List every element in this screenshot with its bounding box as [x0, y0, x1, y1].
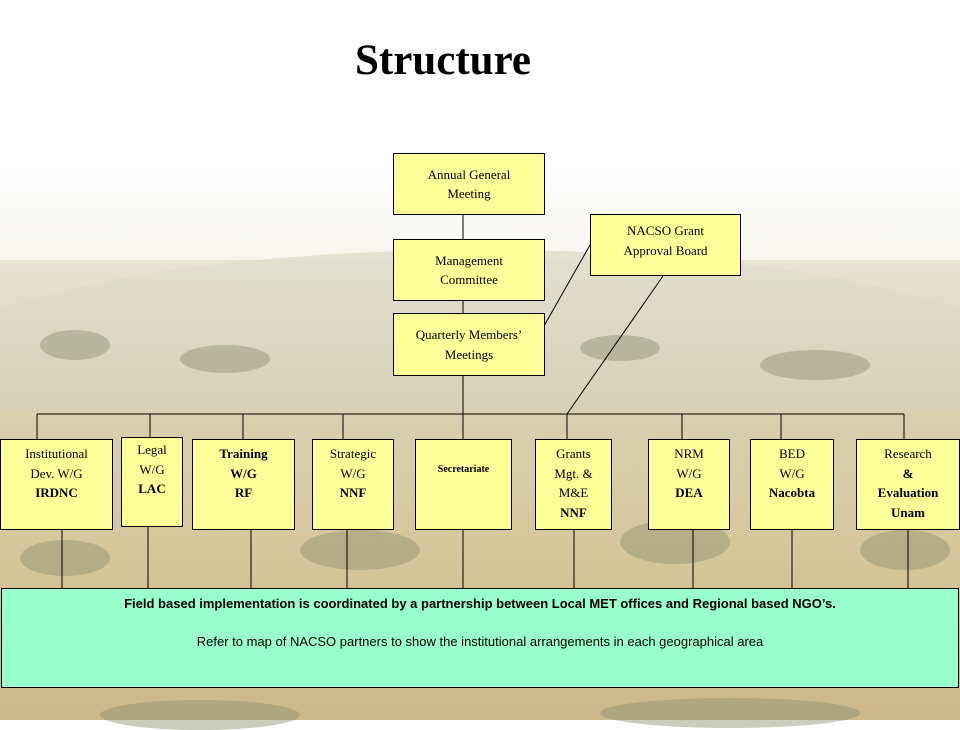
legal-wg-box: Legal W/G LAC [121, 437, 183, 527]
field-implementation-panel: Field based implementation is coordinate… [1, 588, 959, 688]
institutional-dev-wg-box: Institutional Dev. W/G IRDNC [0, 439, 113, 530]
training-wg-box: Training W/G RF [192, 439, 295, 530]
research-evaluation-box: Research & Evaluation Unam [856, 439, 960, 530]
page-title: Structure [355, 37, 531, 84]
quarterly-members-meetings-box: Quarterly Members’ Meetings [393, 313, 545, 376]
panel-line-partnership: Field based implementation is coordinate… [124, 596, 836, 611]
nrm-wg-box: NRM W/G DEA [648, 439, 730, 530]
panel-line-map-reference: Refer to map of NACSO partners to show t… [196, 634, 764, 649]
nacso-grant-approval-board-box: NACSO Grant Approval Board [590, 214, 741, 276]
management-committee-box: Management Committee [393, 239, 545, 301]
grants-mgt-me-box: Grants Mgt. & M&E NNF [535, 439, 612, 530]
bed-wg-box: BED W/G Nacobta [750, 439, 834, 530]
strategic-wg-box: Strategic W/G NNF [312, 439, 394, 530]
annual-general-meeting-box: Annual General Meeting [393, 153, 545, 215]
secretariate-box: Secretariate [415, 439, 512, 530]
